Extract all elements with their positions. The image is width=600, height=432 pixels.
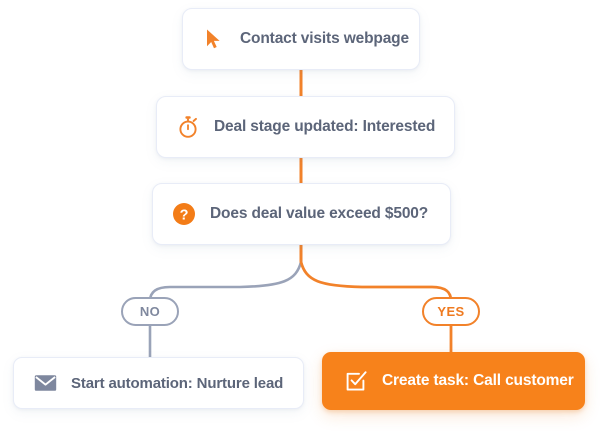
envelope-icon: [32, 370, 58, 396]
branch-pill-no[interactable]: NO: [121, 297, 179, 326]
cursor-arrow-icon: [201, 26, 227, 52]
node-label: Contact visits webpage: [240, 30, 409, 47]
svg-text:?: ?: [180, 207, 189, 223]
node-label: Does deal value exceed $500?: [210, 205, 429, 222]
branch-pill-label: YES: [437, 304, 465, 319]
connector-split-to-no: [148, 260, 303, 303]
connector-split-to-yes: [299, 260, 453, 303]
node-deal-stage-updated[interactable]: Deal stage updated: Interested: [156, 96, 455, 158]
node-contact-visits-webpage[interactable]: Contact visits webpage: [182, 8, 420, 70]
stopwatch-icon: [175, 114, 201, 140]
branch-pill-yes[interactable]: YES: [422, 297, 480, 326]
question-badge-icon: ?: [171, 201, 197, 227]
node-label: Start automation: Nurture lead: [71, 374, 284, 392]
check-square-icon: [343, 368, 369, 394]
branch-pill-label: NO: [139, 304, 161, 319]
node-label: Deal stage updated: Interested: [214, 118, 436, 135]
node-label: Create task: Call customer: [382, 372, 574, 389]
node-create-task-call-customer[interactable]: Create task: Call customer: [322, 352, 585, 410]
node-condition-deal-value[interactable]: ? Does deal value exceed $500?: [152, 183, 451, 245]
node-start-automation-nurture-lead[interactable]: Start automation: Nurture lead: [13, 357, 304, 409]
